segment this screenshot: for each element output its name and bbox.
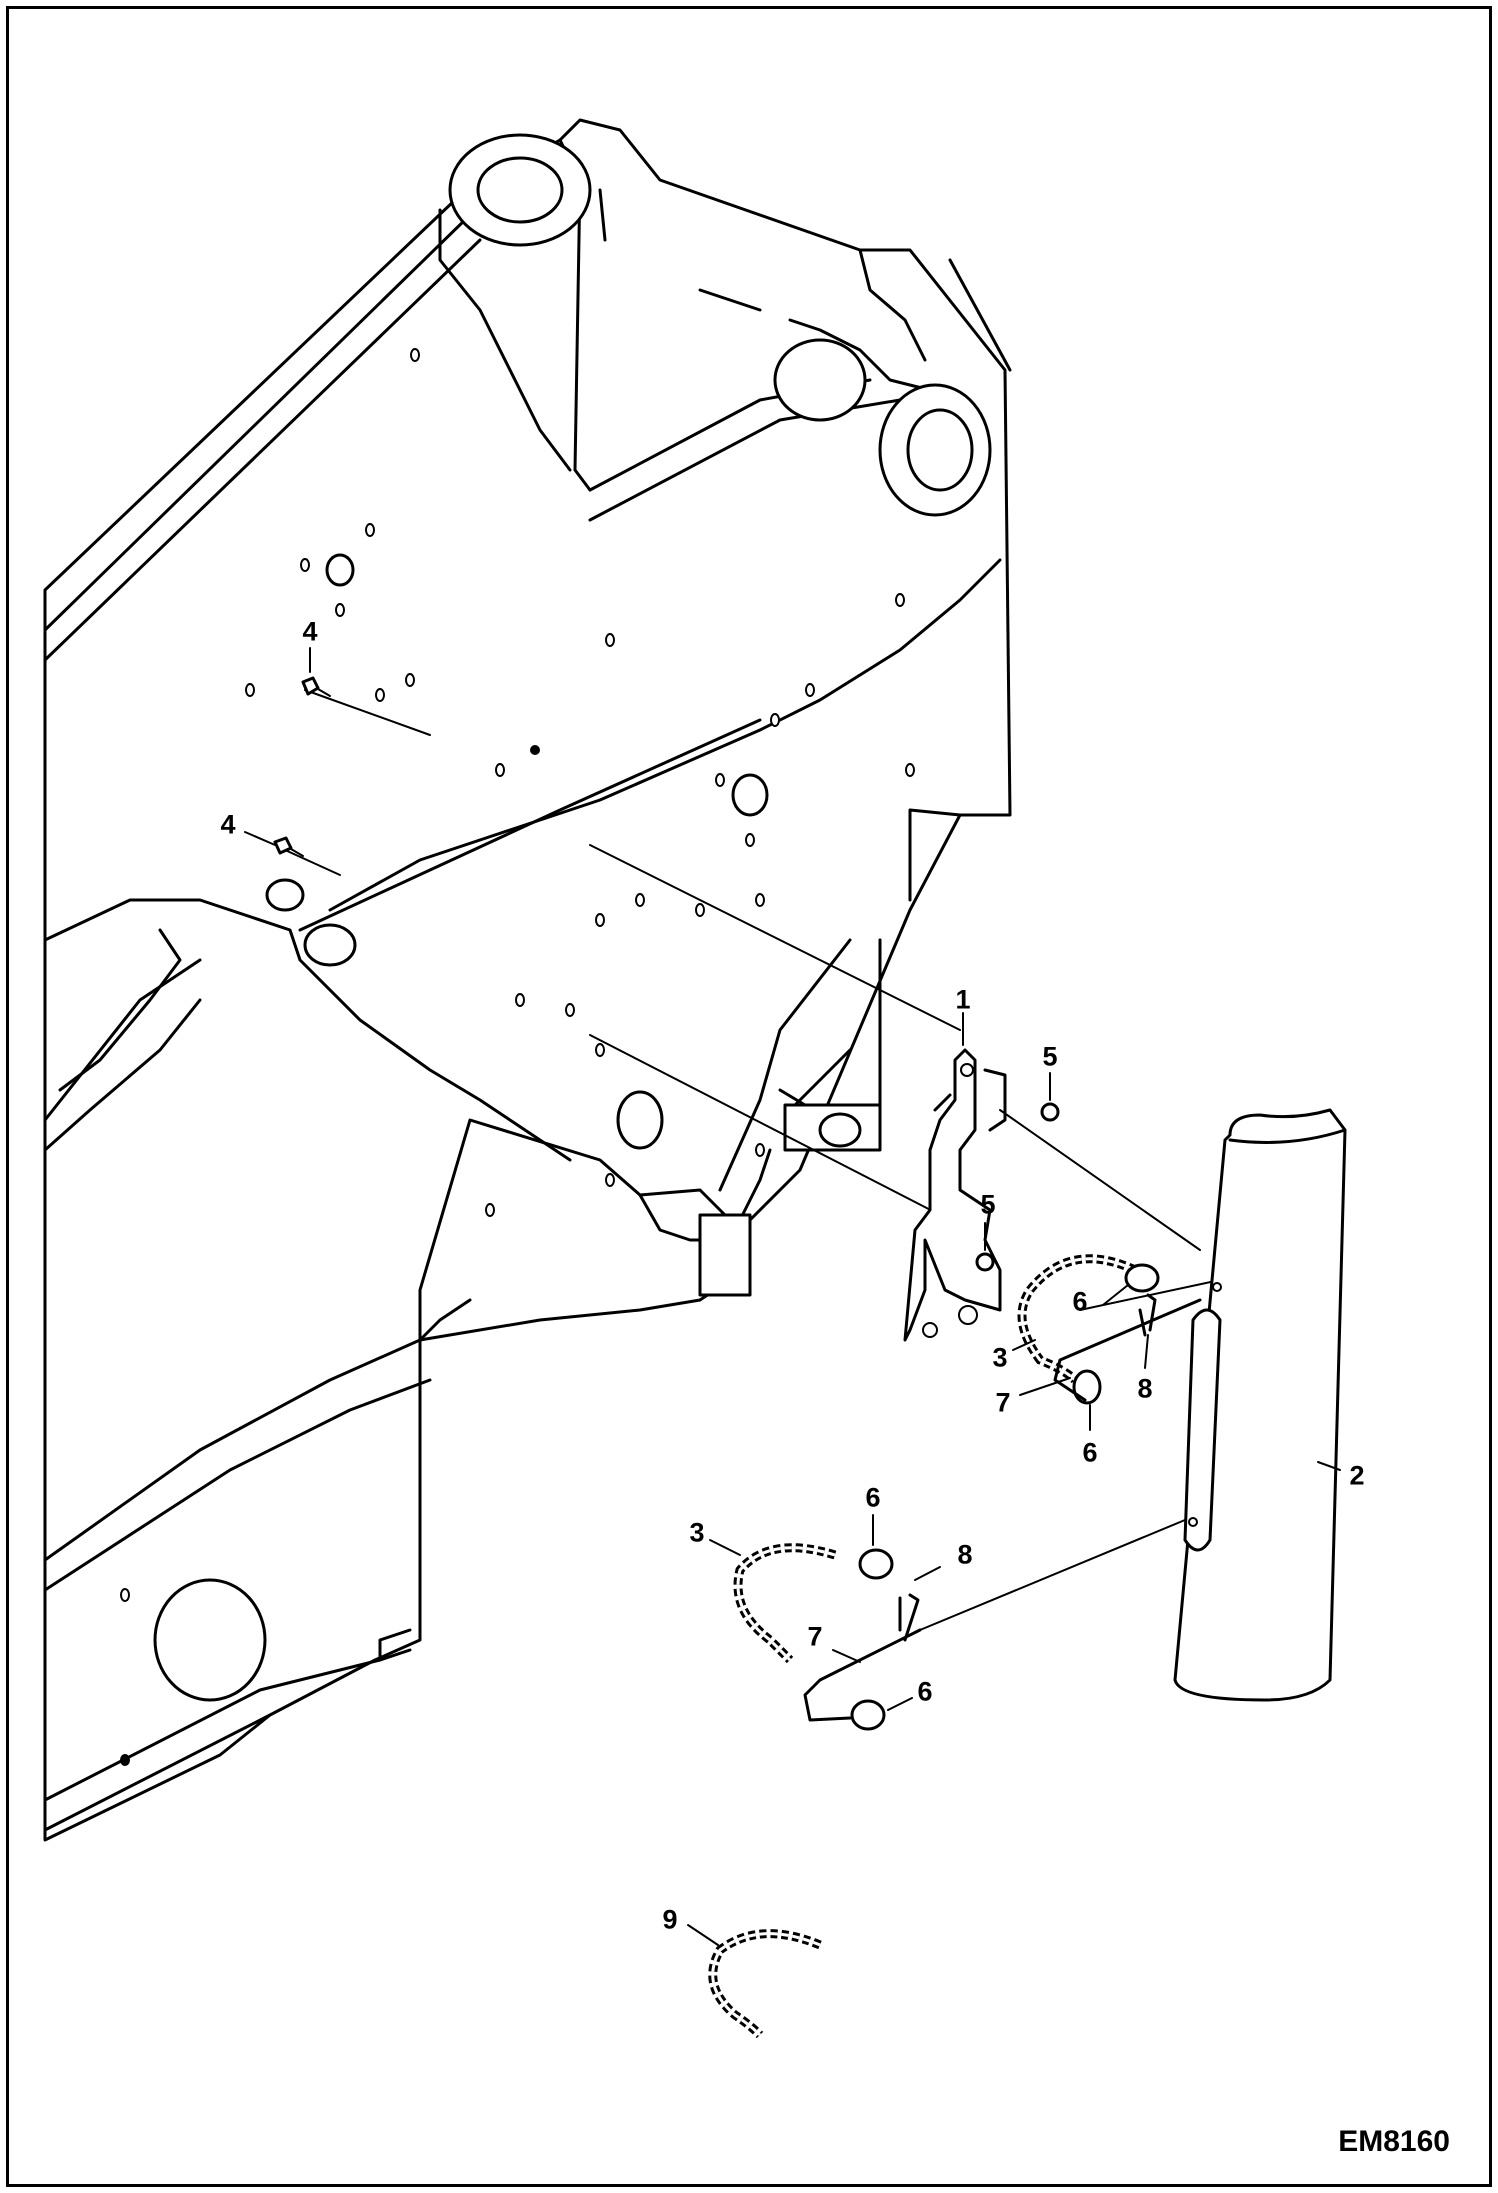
callout-6: 6 [865,1482,881,1513]
bolt-part-4 [273,676,331,857]
callout-9: 9 [662,1904,678,1935]
callout-leader-lines [244,647,1341,1946]
callout-5: 5 [980,1189,996,1220]
mounting-bracket-part-1 [903,1048,1007,1342]
callout-5: 5 [1042,1041,1058,1072]
callout-8: 8 [1137,1373,1153,1404]
callout-6: 6 [917,1676,933,1707]
drawing-frame [6,6,1492,2187]
loader-lift-arm [43,118,1012,1842]
callout-4: 4 [302,616,318,647]
figure-code: EM8160 [1338,2125,1450,2158]
callout-8: 8 [957,1539,973,1570]
callout-1: 1 [955,984,971,1015]
callout-3: 3 [992,1342,1008,1373]
mounting-holes [120,348,915,1766]
callout-4: 4 [220,809,236,840]
callout-7: 7 [807,1621,823,1652]
lock-pin-set-exploded [733,1543,922,1731]
assembly-leader-lines [284,689,1221,1631]
chain-part-9 [708,1929,822,2039]
pivot-pins [153,133,992,1702]
callout-6: 6 [1082,1437,1098,1468]
callout-3: 3 [689,1517,705,1548]
nut-part-5 [975,1102,1060,1272]
lock-pin-set-installed [1017,1254,1202,1405]
callout-6: 6 [1072,1286,1088,1317]
storage-tube-part-2 [1173,1108,1347,1702]
callout-7: 7 [995,1387,1011,1418]
callout-2: 2 [1349,1460,1365,1491]
